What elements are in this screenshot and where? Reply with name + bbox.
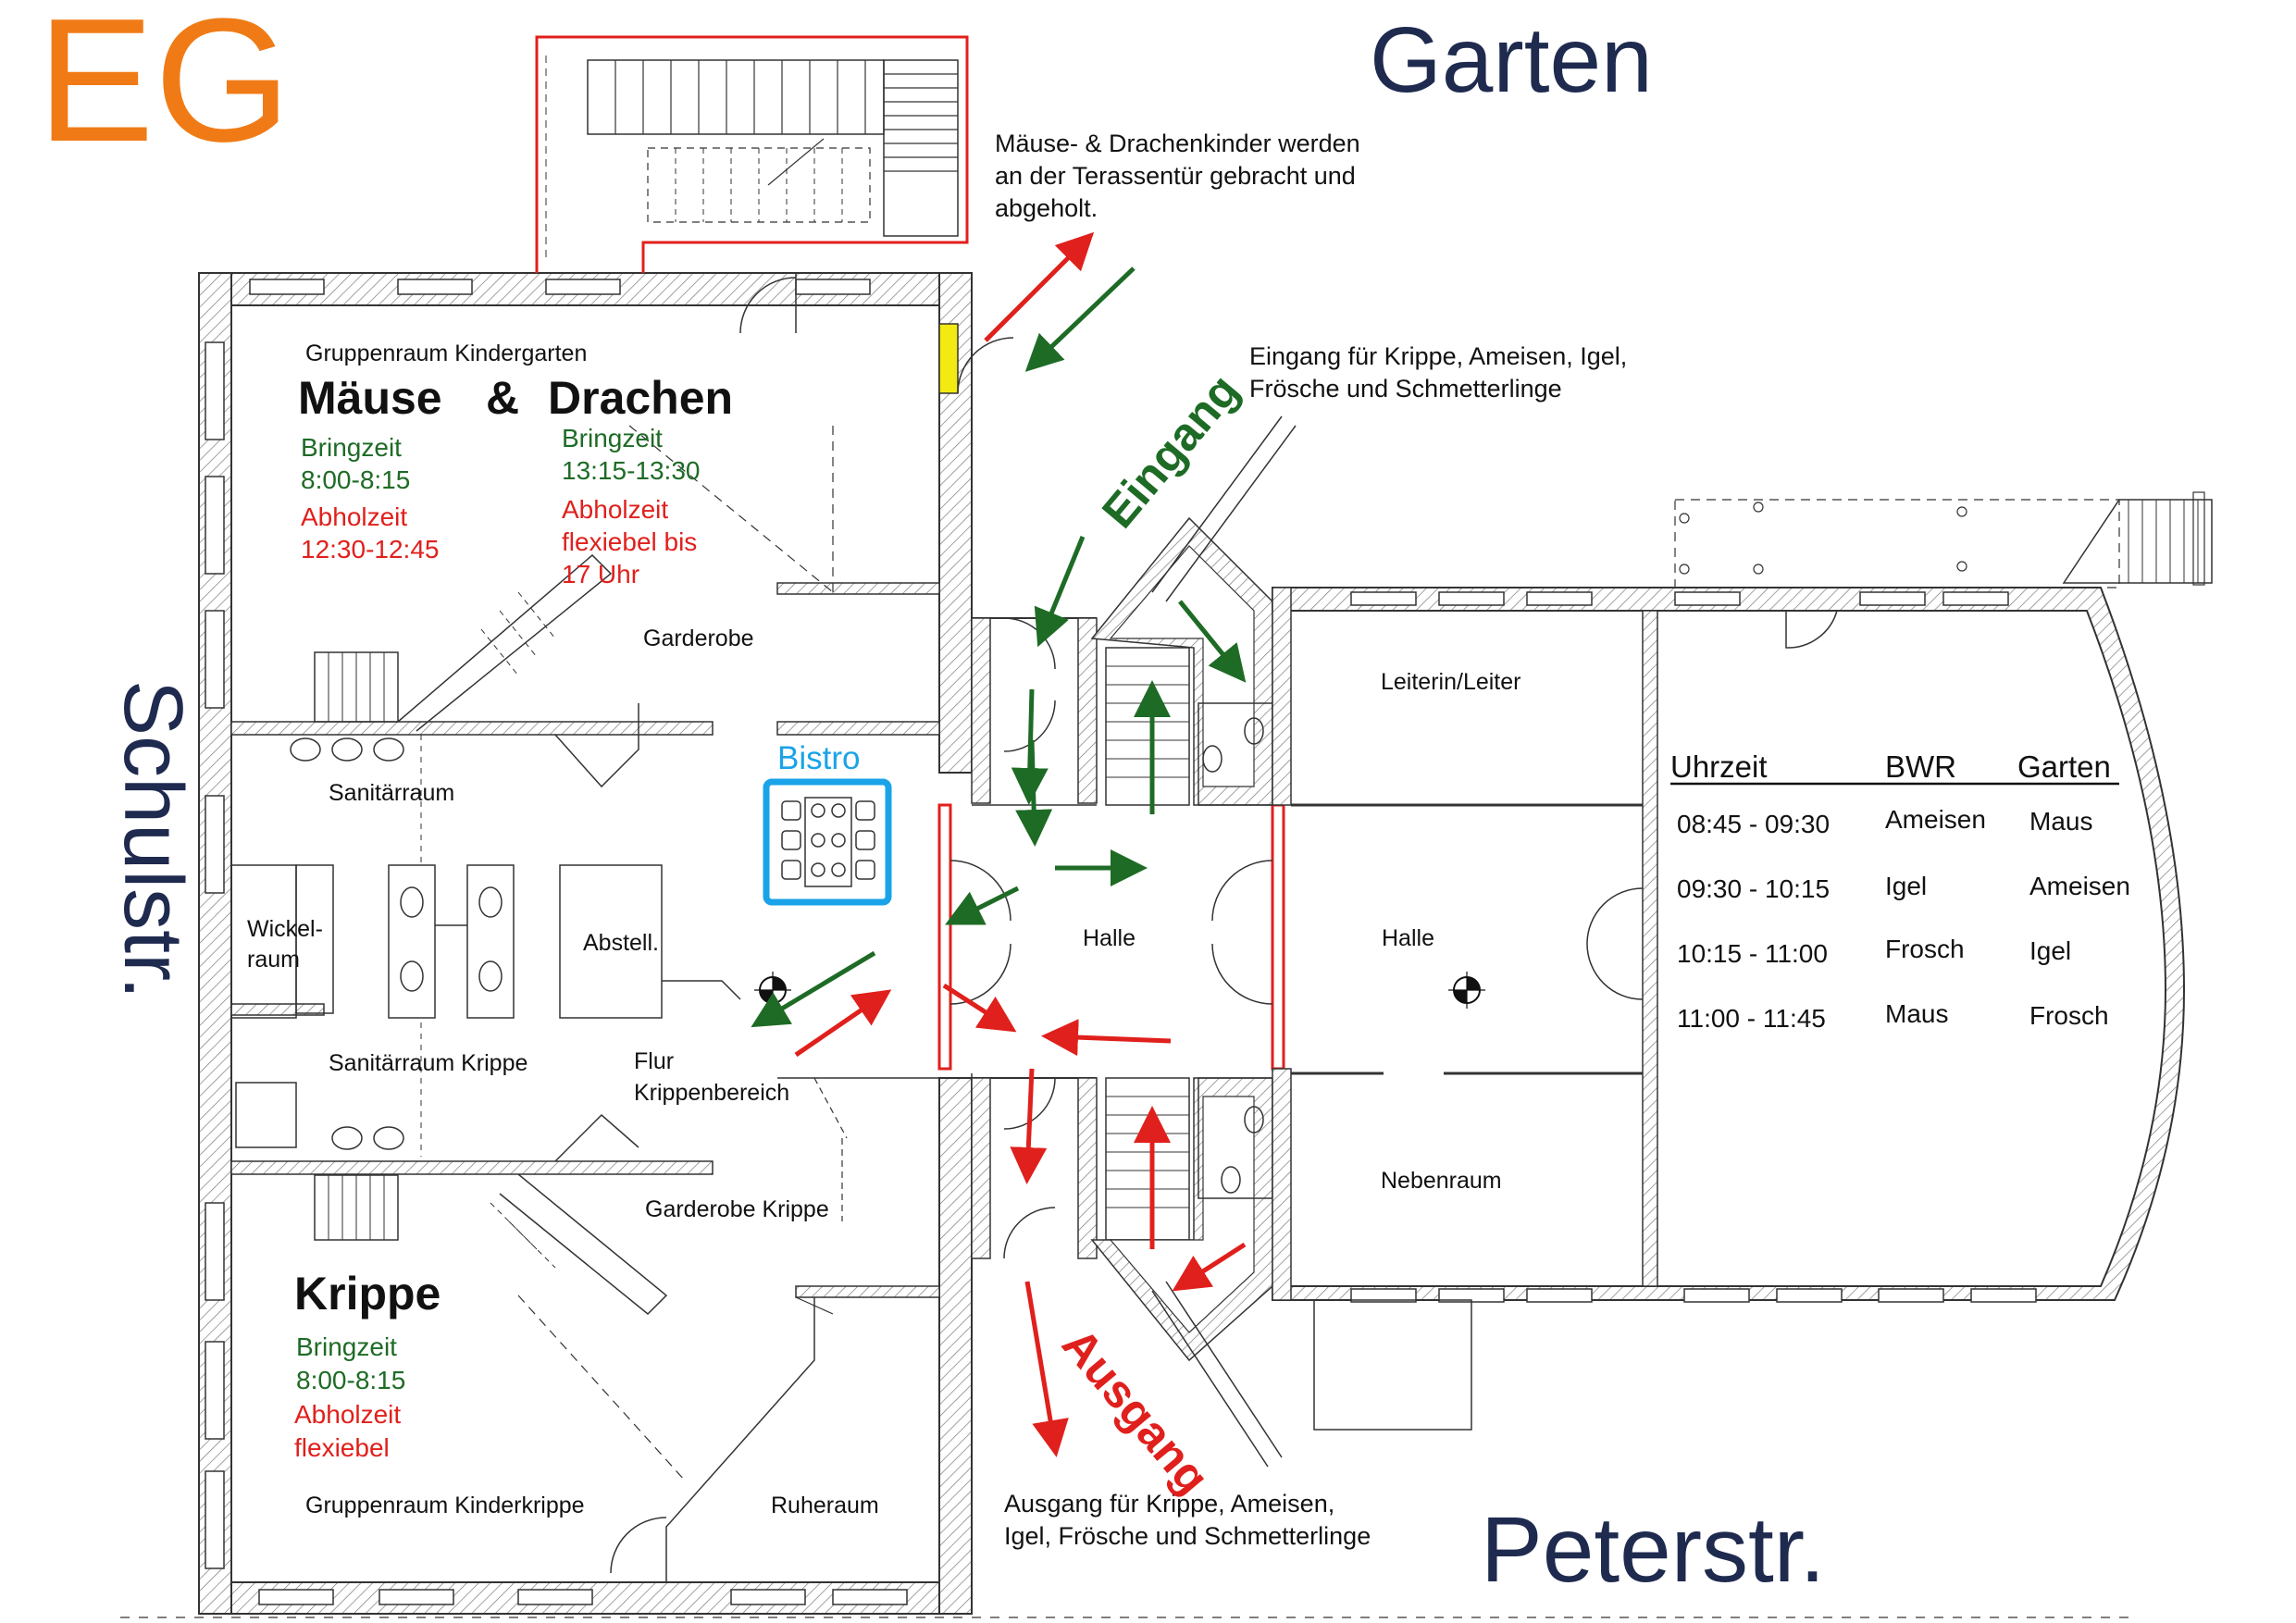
street-top: Garten (1370, 8, 1653, 112)
middle-hall (937, 415, 1297, 1468)
bistro-table (763, 778, 892, 906)
schedule-header-time: Uhrzeit (1670, 750, 1768, 784)
room-wickel-1: Wickel- (247, 916, 323, 942)
group-name-amp: & (486, 372, 520, 424)
entrance-note: Eingang für Krippe, Ameisen, Igel, Frösc… (1249, 341, 1627, 405)
column-marker-right (1448, 972, 1485, 1009)
schedule-garden: Ameisen (2029, 872, 2130, 900)
group-name-krippe: Krippe (294, 1268, 441, 1319)
schedule-garden: Igel (2029, 936, 2072, 965)
room-leitung: Leiterin/Leiter (1381, 669, 1521, 695)
room-ruheraum: Ruheraum (771, 1493, 879, 1518)
schedule-time: 11:00 - 11:45 (1677, 1004, 1826, 1033)
floor-title: EG (37, 0, 292, 179)
schedule-header-garden: Garten (2017, 750, 2111, 784)
room-halle-1: Halle (1083, 925, 1136, 951)
left-building-walls (198, 272, 1014, 1615)
mouse-bring-time: 8:00-8:15 (301, 465, 411, 494)
dragon-pick-label: Abholzeit (562, 495, 669, 524)
room-gruppenraum-krippe: Gruppenraum Kinderkrippe (305, 1493, 585, 1518)
exit-note: Ausgang für Krippe, Ameisen, Igel, Frösc… (1004, 1488, 1371, 1553)
schedule-garden: Frosch (2029, 1001, 2109, 1030)
stair-annex (535, 35, 969, 273)
room-garderobe-krippe: Garderobe Krippe (645, 1196, 829, 1222)
dragon-pick-time: flexiebel bis (562, 527, 698, 556)
room-nebenraum: Nebenraum (1381, 1168, 1502, 1194)
terrace-note: Mäuse- & Drachenkinder werden an der Ter… (995, 128, 1360, 225)
street-bottom: Peterstr. (1481, 1498, 1826, 1602)
group-name-mouse: Mäuse (298, 372, 442, 424)
mouse-pick-label: Abholzeit (301, 502, 408, 531)
street-left: Schulstr. (106, 680, 199, 1000)
terrace-note-line: Mäuse- & Drachenkinder werden (995, 130, 1360, 157)
group-name-dragon: Drachen (548, 372, 734, 424)
mouse-bring-label: Bringzeit (301, 433, 402, 462)
exit-note-line: Ausgang für Krippe, Ameisen, (1004, 1490, 1335, 1518)
dragon-bring-label: Bringzeit (562, 424, 663, 452)
room-garderobe: Garderobe (643, 626, 754, 651)
schedule-time: 10:15 - 11:00 (1677, 939, 1828, 968)
schedule-garden: Maus (2029, 807, 2093, 836)
entrance-note-line: Eingang für Krippe, Ameisen, Igel, (1249, 342, 1628, 370)
schedule-bwr: Igel (1885, 872, 1928, 900)
krippe-pick-time: flexiebel (294, 1433, 390, 1462)
dragon-bring-time: 13:15-13:30 (562, 456, 701, 485)
terrace-note-line: abgeholt. (995, 194, 1098, 223)
entrance-note-line: Frösche und Schmetterlinge (1249, 375, 1562, 403)
krippe-bring-time: 8:00-8:15 (296, 1366, 406, 1394)
room-halle-2: Halle (1382, 925, 1434, 951)
room-wickel-2: raum (247, 947, 300, 973)
mouse-pick-time: 12:30-12:45 (301, 535, 440, 564)
room-flur-1: Flur (634, 1048, 675, 1074)
schedule-bwr: Maus (1885, 999, 1949, 1028)
krippe-bring-label: Bringzeit (296, 1332, 397, 1361)
column-marker-left (754, 972, 791, 1009)
dragon-pick-time-2: 17 Uhr (562, 560, 640, 588)
right-building (120, 491, 2213, 1618)
room-sanitaer-krippe: Sanitärraum Krippe (329, 1050, 528, 1076)
schedule-time: 09:30 - 10:15 (1677, 874, 1831, 903)
exit-note-line: Igel, Frösche und Schmetterlinge (1004, 1522, 1371, 1551)
terrace-door (938, 323, 959, 394)
bistro-label: Bistro (777, 740, 861, 776)
schedule-time: 08:45 - 09:30 (1677, 810, 1831, 838)
krippe-pick-label: Abholzeit (294, 1400, 402, 1429)
left-interior (230, 273, 939, 1582)
terrace-note-line: an der Terassentür gebracht und (995, 162, 1356, 191)
room-flur-2: Krippenbereich (634, 1080, 790, 1106)
room-sanitaer: Sanitärraum (329, 780, 455, 806)
schedule-bwr: Frosch (1885, 935, 1965, 963)
group-room-kindergarten-label: Gruppenraum Kindergarten (305, 341, 588, 366)
flow-arrows (751, 231, 1247, 1457)
room-abstell: Abstell. (583, 930, 659, 956)
schedule-bwr: Ameisen (1885, 805, 1986, 834)
schedule-header-bwr: BWR (1885, 750, 1956, 784)
